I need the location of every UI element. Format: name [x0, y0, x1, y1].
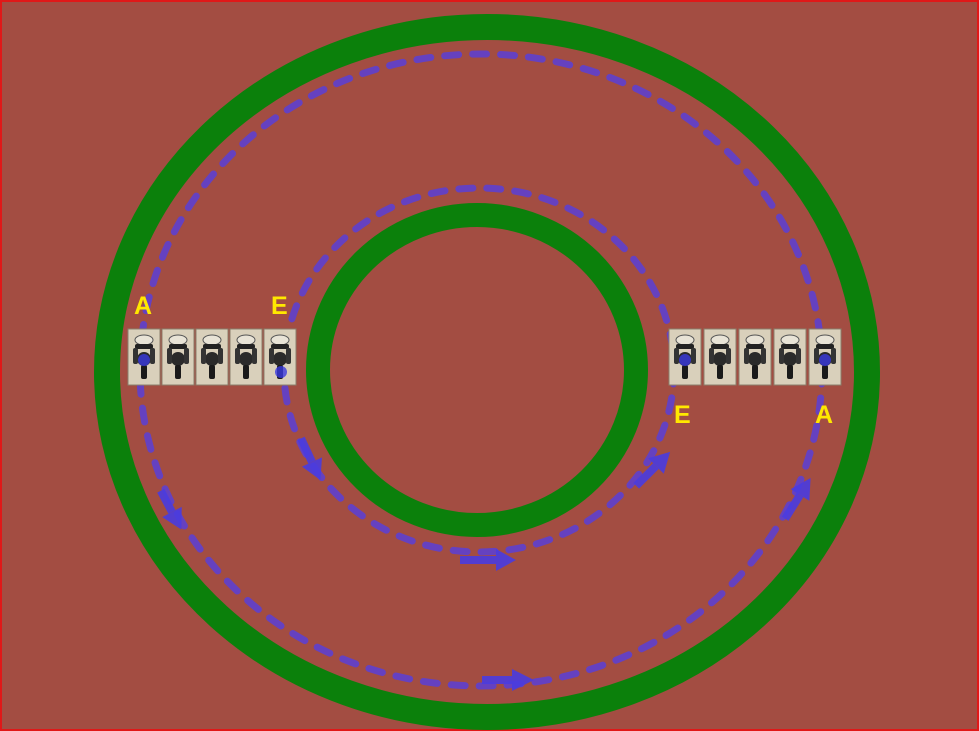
motorcycle-rider-icon [196, 329, 228, 385]
path-marker [275, 366, 287, 378]
motorcycle-rider-icon [704, 329, 736, 385]
right-rider-formation [669, 329, 841, 385]
motorcycle-rider-icon [162, 329, 194, 385]
label-right-inner: E [674, 401, 691, 429]
motorcycle-rider-icon [774, 329, 806, 385]
label-left-inner: E [271, 292, 288, 320]
path-marker [679, 354, 691, 366]
label-right-outer: A [815, 401, 833, 429]
motorcycle-rider-icon [230, 329, 262, 385]
path-marker [138, 354, 150, 366]
label-left-outer: A [134, 292, 152, 320]
path-marker [819, 354, 831, 366]
left-rider-formation [128, 329, 296, 385]
motorcycle-rider-icon [739, 329, 771, 385]
